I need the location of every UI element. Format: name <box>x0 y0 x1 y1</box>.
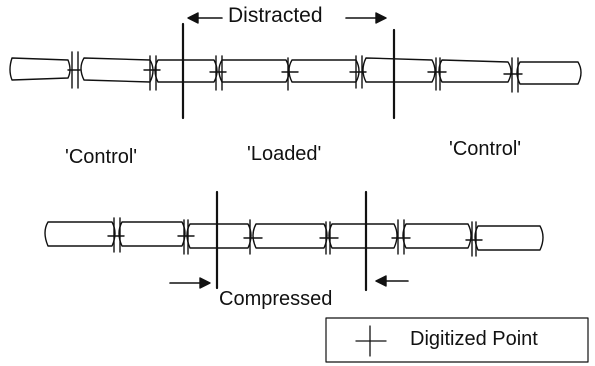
digitized-point-markers <box>107 217 483 257</box>
bone-segment <box>362 57 436 83</box>
bone-segment <box>252 223 328 249</box>
plus-cross-marker-icon <box>355 325 387 357</box>
arrow-left-icon <box>187 12 199 24</box>
bone-segment <box>218 59 290 83</box>
compressed-label: Compressed <box>219 288 333 310</box>
bone-segment <box>288 59 360 83</box>
compressed-bone-row <box>44 190 544 292</box>
loaded-label: 'Loaded' <box>247 143 322 165</box>
bone-segment <box>44 221 116 247</box>
bone-segment <box>516 61 582 85</box>
legend-label: Digitized Point <box>410 328 538 350</box>
digitized-point-markers <box>67 51 523 93</box>
distracted-label: Distracted <box>228 4 323 27</box>
bone-segment <box>9 57 71 81</box>
bone-segment <box>154 59 218 83</box>
control-left-label: 'Control' <box>65 146 138 168</box>
bone-segment <box>438 59 512 83</box>
bone-segment <box>186 223 252 249</box>
compressed-arrows <box>169 275 409 289</box>
arrow-right-icon <box>199 277 211 289</box>
distracted-bone-row <box>9 22 582 120</box>
bone-segment <box>328 223 398 249</box>
legend <box>325 317 589 363</box>
arrow-right-icon <box>375 12 387 24</box>
bone-segment <box>80 57 154 83</box>
bone-segment <box>474 225 544 251</box>
distracted-arrows <box>187 12 387 24</box>
legend-box <box>325 317 589 363</box>
bone-segment <box>402 223 472 249</box>
arrow-left-icon <box>375 275 387 287</box>
bone-segment <box>118 221 186 247</box>
control-right-label: 'Control' <box>449 138 522 160</box>
